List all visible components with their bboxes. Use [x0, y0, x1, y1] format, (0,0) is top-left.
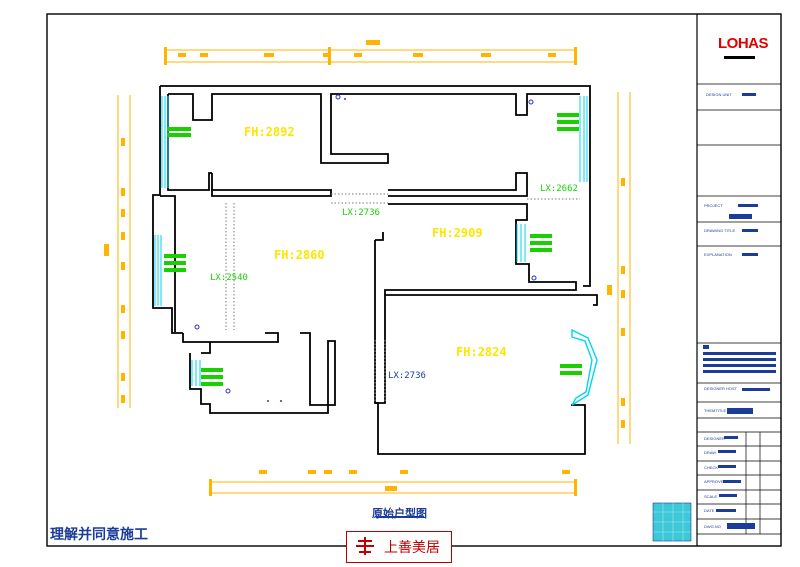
walls	[152, 85, 598, 455]
title-block-value-bars	[703, 93, 776, 529]
approval-note: 理解并同意施工	[50, 527, 148, 543]
title-block-grid	[697, 431, 781, 535]
tb-label-designer-host: DESIGNER HOST	[704, 386, 738, 391]
dimension-lines	[117, 49, 631, 494]
tb-label-approved: APPROVED	[704, 479, 727, 484]
tb-label-explanation: EXPLANATION	[704, 252, 732, 257]
tb-label-dwg-no: DWG.NO	[704, 524, 721, 529]
tb-label-design-unit: DESIGN UNIT	[706, 92, 732, 97]
lohas-logo: LOHAS	[718, 35, 769, 52]
brand-name: 上善美居	[384, 540, 440, 556]
tb-label-date: DATE	[704, 508, 715, 513]
room-label-fh-2824: FH:2824	[456, 345, 507, 359]
room-label-fh-2892: FH:2892	[244, 125, 295, 139]
tb-label-scale: SCALE	[704, 494, 718, 499]
opening-label-lx-2662: LX:2662	[540, 184, 578, 194]
radiator-fixtures	[164, 113, 582, 386]
drawing-title: 原始户型图	[372, 507, 427, 520]
room-label-fh-2860: FH:2860	[274, 248, 325, 262]
logo-underline	[724, 56, 755, 59]
tb-label-drawing-title: DRAWING TITLE	[704, 228, 736, 233]
tb-label-themtitle: THEMTITLE	[704, 408, 727, 413]
tb-label-draw: DRAW	[704, 450, 717, 455]
opening-label-lx-2540: LX:2540	[210, 273, 248, 283]
pipe-markers	[194, 94, 537, 394]
dimension-ticks	[104, 40, 625, 496]
room-label-fh-2909: FH:2909	[432, 226, 483, 240]
door-openings	[225, 193, 580, 402]
tb-label-check: CHECK	[704, 465, 719, 470]
brand-logo-icon	[356, 537, 374, 555]
tb-label-project: PROJECT	[704, 203, 723, 208]
tb-label-designer: DESIGNER	[704, 436, 725, 441]
windows	[154, 96, 598, 406]
opening-label-lx-2736-lower: LX:2736	[388, 371, 426, 381]
opening-label-lx-2736-upper: LX:2736	[342, 208, 380, 218]
